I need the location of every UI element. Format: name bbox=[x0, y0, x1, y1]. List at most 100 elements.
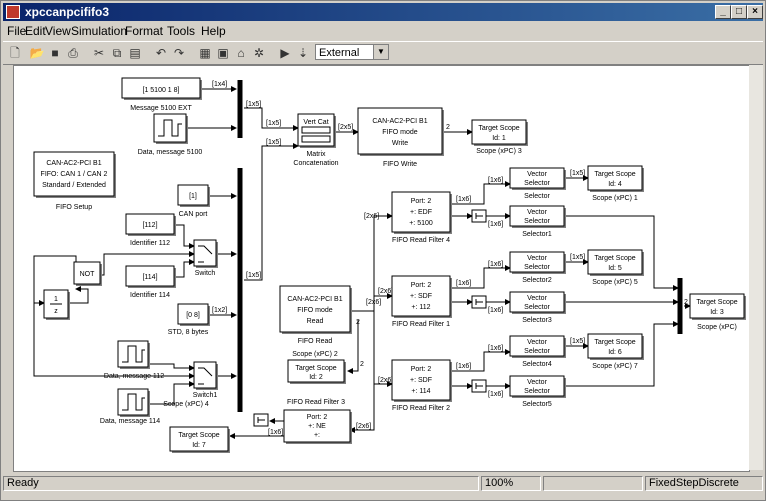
fifo-read-filter-2-block[interactable]: Port: 2 +: SDF +: 114 FIFO Read Filter 2 bbox=[391, 359, 452, 412]
std-8-bytes-constant-block[interactable]: [0 8] STD, 8 bytes bbox=[168, 303, 210, 336]
svg-text:1: 1 bbox=[54, 296, 58, 303]
svg-text:Scope (xPC): Scope (xPC) bbox=[697, 324, 737, 331]
minimize-icon[interactable]: _ bbox=[715, 5, 731, 19]
target-scope-id4-block[interactable]: Target Scope Id: 4 Scope (xPC) 1 bbox=[587, 165, 644, 202]
message-5100-constant-block[interactable]: [1 5100 1 8] Message 5100 EXT bbox=[121, 77, 202, 112]
menu-edit[interactable]: Edit bbox=[25, 24, 46, 38]
menu-help[interactable]: Help bbox=[201, 24, 226, 38]
vector-selector-4-block[interactable]: Vector Selector Selector4 bbox=[509, 335, 566, 368]
signal-label: [2x6] bbox=[364, 213, 379, 220]
library-browser-icon[interactable]: ▦ bbox=[199, 46, 211, 60]
terminator-block[interactable] bbox=[253, 413, 269, 427]
model-explorer-icon[interactable]: ⌂ bbox=[237, 46, 245, 60]
signal-label: [2x5] bbox=[338, 124, 353, 131]
signal-label: [1x4] bbox=[212, 81, 227, 88]
target-scope-id1-block[interactable]: Target Scope Id: 1 Scope (xPC) 3 bbox=[471, 119, 528, 155]
debugger-icon[interactable]: ✲ bbox=[253, 46, 265, 60]
menu-view[interactable]: View bbox=[45, 24, 71, 38]
vector-selector-block[interactable]: Vector Selector Selector bbox=[509, 167, 566, 200]
data-114-source-block[interactable]: Data, message 114 bbox=[100, 388, 160, 425]
terminator-block[interactable] bbox=[471, 379, 487, 393]
can-port-constant-block[interactable]: [1] CAN port bbox=[177, 184, 210, 218]
svg-text:+: SDF: +: SDF bbox=[410, 293, 432, 300]
window-title: xpccanpcififo3 bbox=[25, 5, 110, 19]
signal-label: [2x6] bbox=[356, 423, 371, 430]
svg-text:FIFO mode: FIFO mode bbox=[382, 129, 418, 136]
fifo-read-filter-4-block[interactable]: Port: 2 +: EDF +: 5100 FIFO Read Filter … bbox=[391, 191, 452, 244]
fifo-write-block[interactable]: CAN-AC2-PCI B1 FIFO mode Write FIFO Writ… bbox=[357, 107, 444, 168]
target-scope-id6-block[interactable]: Target Scope Id: 6 Scope (xPC) 7 bbox=[587, 333, 644, 370]
build-icon[interactable]: ⇣ bbox=[297, 46, 309, 60]
svg-text:Selector: Selector bbox=[524, 264, 550, 271]
fifo-read-filter-3-block[interactable]: FIFO Read Filter 3 Port: 2 +: NE +: bbox=[283, 399, 352, 444]
title-bar[interactable]: xpccanpcififo3 _ □ × bbox=[3, 3, 763, 21]
print-icon[interactable]: ⎙ bbox=[68, 46, 78, 60]
svg-text:Selector5: Selector5 bbox=[522, 401, 552, 408]
target-scope-id3-block[interactable]: Target Scope Id: 3 Scope (xPC) bbox=[689, 293, 746, 331]
status-blank bbox=[543, 476, 643, 491]
open-icon[interactable]: 📂 bbox=[29, 46, 45, 60]
svg-text:Vector: Vector bbox=[527, 339, 548, 346]
svg-text:z: z bbox=[54, 308, 58, 315]
close-icon[interactable]: × bbox=[747, 5, 763, 19]
svg-text:Id: 7: Id: 7 bbox=[192, 442, 206, 449]
copy-icon[interactable]: ⧉ bbox=[112, 46, 122, 60]
target-scope-id2-block[interactable]: Scope (xPC) 2 Target Scope Id: 2 bbox=[287, 351, 346, 384]
menu-bar: File Edit View Simulation Format Tools H… bbox=[3, 22, 763, 40]
svg-text:Port: 2: Port: 2 bbox=[307, 414, 328, 421]
vector-selector-1-block[interactable]: Vector Selector Selector1 bbox=[509, 205, 566, 238]
signal-label: [2x6] bbox=[378, 288, 393, 295]
cut-icon[interactable]: ✂ bbox=[93, 46, 105, 60]
svg-text:CAN-AC2-PCI B1: CAN-AC2-PCI B1 bbox=[287, 296, 342, 303]
menu-format[interactable]: Format bbox=[125, 24, 164, 38]
target-scope-id5-block[interactable]: Target Scope Id: 5 Scope (xPC) 5 bbox=[587, 249, 644, 286]
simulation-mode-select[interactable]: External ▼ bbox=[315, 44, 389, 60]
status-text: Ready bbox=[3, 476, 479, 491]
svg-text:Data, message 5100: Data, message 5100 bbox=[138, 149, 203, 156]
svg-text:Scope (xPC) 7: Scope (xPC) 7 bbox=[592, 363, 638, 370]
model-browser-icon[interactable]: ▣ bbox=[217, 46, 229, 60]
paste-icon[interactable]: ▤ bbox=[129, 46, 141, 60]
vertical-scrollbar[interactable] bbox=[749, 65, 763, 470]
vector-selector-3-block[interactable]: Vector Selector Selector3 bbox=[509, 291, 566, 324]
data-5100-source-block[interactable]: Data, message 5100 bbox=[138, 113, 203, 156]
not-logic-block[interactable]: NOT bbox=[73, 261, 102, 286]
identifier-114-block[interactable]: [114] Identifier 114 bbox=[125, 265, 176, 299]
save-icon[interactable]: ■ bbox=[51, 46, 59, 60]
vector-selector-2-block[interactable]: Vector Selector Selector2 bbox=[509, 251, 566, 284]
signal-label: [1x6] bbox=[488, 177, 503, 184]
target-scope-id7-block[interactable]: Scope (xPC) 4 Target Scope Id: 7 bbox=[163, 401, 230, 453]
chevron-down-icon[interactable]: ▼ bbox=[373, 45, 388, 59]
fifo-read-filter-1-block[interactable]: Port: 2 +: SDF +: 112 FIFO Read Filter 1 bbox=[391, 275, 452, 328]
terminator-block[interactable] bbox=[471, 295, 487, 309]
menu-file[interactable]: File bbox=[7, 24, 27, 38]
svg-text:Id: 3: Id: 3 bbox=[710, 309, 724, 316]
svg-text:Scope (xPC) 2: Scope (xPC) 2 bbox=[292, 351, 338, 358]
identifier-112-block[interactable]: [112] Identifier 112 bbox=[125, 213, 176, 247]
switch-block[interactable]: Switch bbox=[193, 239, 218, 277]
menu-simulation[interactable]: Simulation bbox=[71, 24, 128, 38]
matrix-concatenation-block[interactable]: Vert Cat Matrix Concatenation bbox=[293, 113, 339, 167]
signal-label: [1x6] bbox=[488, 345, 503, 352]
fifo-read-block[interactable]: CAN-AC2-PCI B1 FIFO mode Read FIFO Read bbox=[279, 285, 352, 345]
unit-delay-block[interactable]: 1 z bbox=[43, 289, 70, 320]
svg-text:Id: 4: Id: 4 bbox=[608, 181, 622, 188]
start-simulation-icon[interactable]: ▶ bbox=[280, 46, 290, 60]
terminator-block[interactable] bbox=[471, 209, 487, 223]
undo-icon[interactable]: ↶ bbox=[155, 46, 167, 60]
menu-tools[interactable]: Tools bbox=[167, 24, 196, 38]
switch1-block[interactable]: Switch1 bbox=[193, 361, 218, 399]
maximize-icon[interactable]: □ bbox=[731, 5, 747, 19]
vector-selector-5-block[interactable]: Vector Selector Selector5 bbox=[509, 375, 566, 408]
svg-text:CAN-AC2-PCI B1: CAN-AC2-PCI B1 bbox=[372, 118, 427, 125]
svg-text:Concatenation: Concatenation bbox=[293, 160, 338, 167]
fifo-setup-block[interactable]: CAN-AC2-PCI B1 FIFO: CAN 1 / CAN 2 Stand… bbox=[33, 151, 116, 211]
data-112-source-block[interactable]: Data, message 112 bbox=[104, 340, 164, 380]
model-canvas[interactable]: [1x4] [1x5] [1x5] [1x5] [1x5] [1x2] [2x5… bbox=[13, 65, 750, 472]
signal-label: [1x6] bbox=[456, 363, 471, 370]
signal-label: [1x6] bbox=[488, 307, 503, 314]
svg-text:Target Scope: Target Scope bbox=[478, 125, 519, 132]
new-icon[interactable]: 🗋 bbox=[10, 46, 20, 60]
redo-icon[interactable]: ↷ bbox=[173, 46, 185, 60]
